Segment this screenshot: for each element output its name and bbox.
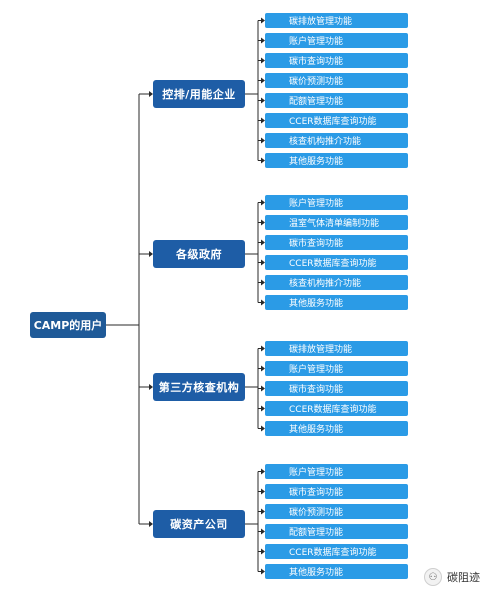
arrowhead: [149, 91, 153, 97]
function-leaf-node: 账户管理功能: [265, 33, 408, 48]
function-leaf-node: 账户管理功能: [265, 195, 408, 210]
function-leaf-node: 碳市查询功能: [265, 53, 408, 68]
arrowhead: [261, 157, 265, 164]
function-leaf-node: CCER数据库查询功能: [265, 255, 408, 270]
arrowhead: [149, 251, 153, 257]
function-leaf-node: 碳排放管理功能: [265, 13, 408, 28]
arrowhead: [261, 365, 265, 372]
arrowhead: [261, 199, 265, 206]
arrowhead: [261, 259, 265, 266]
function-leaf-node: 其他服务功能: [265, 153, 408, 168]
arrowhead: [261, 488, 265, 495]
watermark: ⚇ 碳阻迹: [424, 568, 480, 586]
function-leaf-node: 账户管理功能: [265, 361, 408, 376]
function-leaf-node: 核查机构推介功能: [265, 133, 408, 148]
root-node: CAMP的用户: [30, 312, 106, 338]
arrowhead: [261, 548, 265, 555]
category-node: 控排/用能企业: [153, 80, 245, 108]
arrowhead: [261, 405, 265, 412]
arrowhead: [261, 77, 265, 84]
function-leaf-node: CCER数据库查询功能: [265, 113, 408, 128]
arrowhead: [261, 299, 265, 306]
arrowhead: [261, 97, 265, 104]
arrowhead: [261, 117, 265, 124]
function-leaf-node: 碳价预测功能: [265, 504, 408, 519]
function-leaf-node: 核查机构推介功能: [265, 275, 408, 290]
arrowhead: [261, 37, 265, 44]
arrowhead: [261, 279, 265, 286]
function-leaf-node: 温室气体清单编制功能: [265, 215, 408, 230]
arrowhead: [261, 345, 265, 352]
function-leaf-node: 配额管理功能: [265, 524, 408, 539]
arrowhead: [261, 239, 265, 246]
function-leaf-node: 碳市查询功能: [265, 381, 408, 396]
watermark-text: 碳阻迹: [447, 571, 480, 584]
arrowhead: [261, 508, 265, 515]
arrowhead: [261, 568, 265, 575]
arrowhead: [149, 521, 153, 527]
function-leaf-node: 碳市查询功能: [265, 484, 408, 499]
arrowhead: [261, 425, 265, 432]
arrowhead: [261, 137, 265, 144]
function-leaf-node: 碳排放管理功能: [265, 341, 408, 356]
arrowhead: [261, 468, 265, 475]
function-leaf-node: 其他服务功能: [265, 564, 408, 579]
function-leaf-node: CCER数据库查询功能: [265, 544, 408, 559]
function-leaf-node: 碳价预测功能: [265, 73, 408, 88]
category-node: 碳资产公司: [153, 510, 245, 538]
arrowhead: [261, 528, 265, 535]
function-leaf-node: CCER数据库查询功能: [265, 401, 408, 416]
arrowhead: [261, 219, 265, 226]
function-leaf-node: 碳市查询功能: [265, 235, 408, 250]
function-leaf-node: 其他服务功能: [265, 421, 408, 436]
arrowhead: [261, 17, 265, 24]
function-leaf-node: 账户管理功能: [265, 464, 408, 479]
category-node: 各级政府: [153, 240, 245, 268]
arrowhead: [261, 385, 265, 392]
arrowhead: [261, 57, 265, 64]
arrowhead: [149, 384, 153, 390]
function-leaf-node: 配额管理功能: [265, 93, 408, 108]
wechat-icon: ⚇: [424, 568, 442, 586]
category-node: 第三方核查机构: [153, 373, 245, 401]
function-leaf-node: 其他服务功能: [265, 295, 408, 310]
